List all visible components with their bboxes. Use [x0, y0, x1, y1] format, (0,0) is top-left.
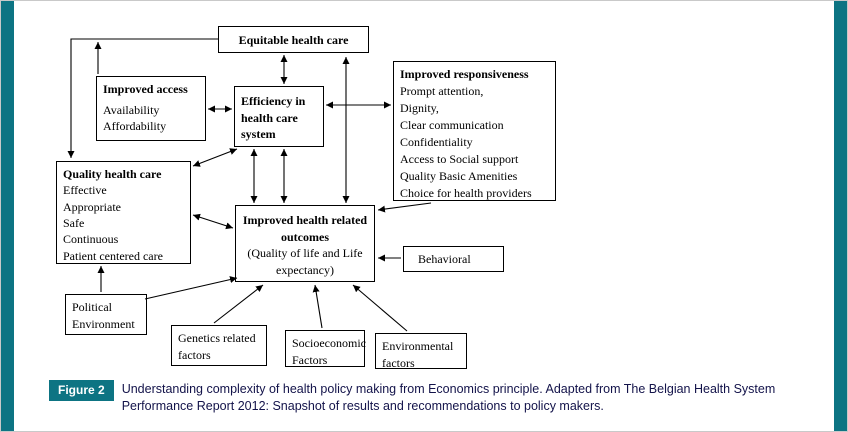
node-title: Improved responsiveness — [400, 67, 529, 81]
figure-label-badge: Figure 2 — [49, 380, 114, 401]
node-environmental-factors: Environmental factors — [375, 333, 467, 370]
node-item: Confidentiality — [400, 135, 473, 150]
figure-caption-row: Figure 2 Understanding complexity of hea… — [49, 380, 823, 414]
node-quality-health-care: Quality health care Effective Appropriat… — [56, 161, 191, 264]
node-title: Behavioral — [418, 252, 471, 266]
node-item: Affordability — [103, 119, 167, 134]
figure-caption-text: Understanding complexity of health polic… — [121, 382, 776, 413]
node-improved-access: Improved access Availability Affordabili… — [96, 76, 206, 141]
node-title: Equitable health care — [238, 33, 349, 47]
node-subtitle: (Quality of life and Life expectancy) — [247, 246, 363, 277]
node-item: Dignity, — [400, 101, 439, 116]
node-title: Improved access — [103, 82, 188, 96]
node-title: Quality health care — [63, 167, 162, 181]
node-item: Availability — [103, 102, 160, 117]
node-item: Access to Social support — [400, 152, 519, 167]
node-item: Appropriate — [63, 199, 121, 214]
right-accent-bar — [834, 1, 847, 431]
node-title: Political Environment — [72, 300, 135, 331]
left-accent-bar — [1, 1, 14, 431]
node-item: Clear communication — [400, 118, 504, 133]
node-item: Effective — [63, 183, 107, 198]
node-item: Quality Basic Amenities — [400, 169, 518, 184]
node-equitable-health-care: Equitable health care — [218, 26, 369, 53]
node-item: Safe — [63, 215, 85, 230]
node-political-environment: Political Environment — [65, 294, 147, 335]
node-title: Genetics related factors — [178, 331, 256, 362]
node-behavioral: Behavioral — [403, 246, 504, 272]
node-efficiency-health-care-system: Efficiency in health care system — [234, 86, 324, 147]
node-item: Patient centered care — [63, 248, 163, 263]
node-title: Socioeconomic Factors — [292, 336, 366, 367]
node-improved-health-related-outcomes: Improved health related outcomes (Qualit… — [235, 205, 375, 282]
node-improved-responsiveness: Improved responsiveness Prompt attention… — [393, 61, 556, 201]
node-item: Prompt attention, — [400, 84, 484, 99]
node-item: Continuous — [63, 232, 119, 247]
node-genetics-related-factors: Genetics related factors — [171, 325, 267, 366]
node-title: Efficiency in health care system — [241, 94, 306, 142]
node-title: Environmental factors — [382, 339, 454, 370]
node-title: Improved health related outcomes — [242, 213, 368, 244]
node-item: Choice for health providers — [400, 186, 532, 201]
node-socioeconomic-factors: Socioeconomic Factors — [285, 330, 366, 367]
